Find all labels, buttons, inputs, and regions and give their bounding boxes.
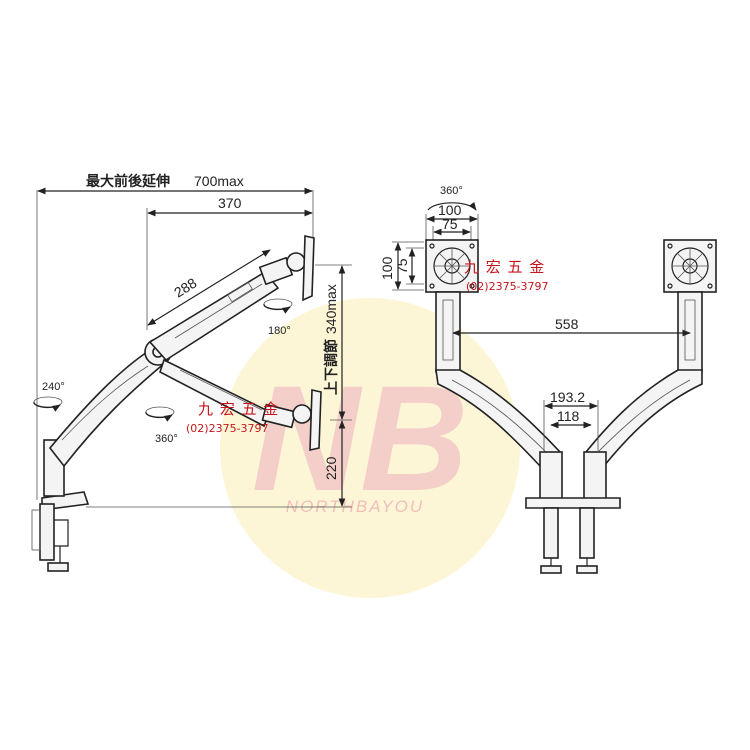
dim-220: 220 [323,456,339,480]
vesa-75-horizontal: 75 [442,216,458,232]
angle-240: 240° [42,381,65,393]
dim-193-2: 193.2 [550,389,585,405]
watermark-text: NORTHBAYOU [286,497,424,516]
angle-180: 180° [268,325,291,337]
angle-360-left: 360° [155,433,178,445]
stamp-right-name: 九 宏 五 金 [464,258,545,276]
vesa-100-horizontal: 100 [438,202,462,218]
max-extension-value: 700max [194,173,244,189]
vesa-100-vertical: 100 [379,256,395,280]
vesa-75-vertical: 75 [394,258,410,274]
stamp-left: 九 宏 五 金 (02)2375-3797 [186,400,279,435]
dim-558: 558 [555,316,579,332]
side-view: 最大前後延伸 700max 370 288 [31,173,352,572]
stamp-right: 九 宏 五 金 (02)2375-3797 [464,258,549,293]
dim-370: 370 [218,195,242,211]
watermark: NB NORTHBAYOU [220,298,520,598]
height-adjust-label: 上下調節 [323,339,340,395]
stamp-left-phone: (02)2375-3797 [186,422,269,435]
watermark-logo: NB [252,354,469,522]
height-adjust-value: 340max [323,284,339,334]
front-view: 360° 100 75 100 75 [379,185,717,574]
stamp-right-phone: (02)2375-3797 [466,280,549,293]
stamp-left-name: 九 宏 五 金 [198,400,279,418]
dim-288: 288 [171,274,199,300]
dim-118: 118 [557,408,580,424]
angle-360-right: 360° [440,185,463,197]
max-extension-label: 最大前後延伸 [86,173,170,190]
